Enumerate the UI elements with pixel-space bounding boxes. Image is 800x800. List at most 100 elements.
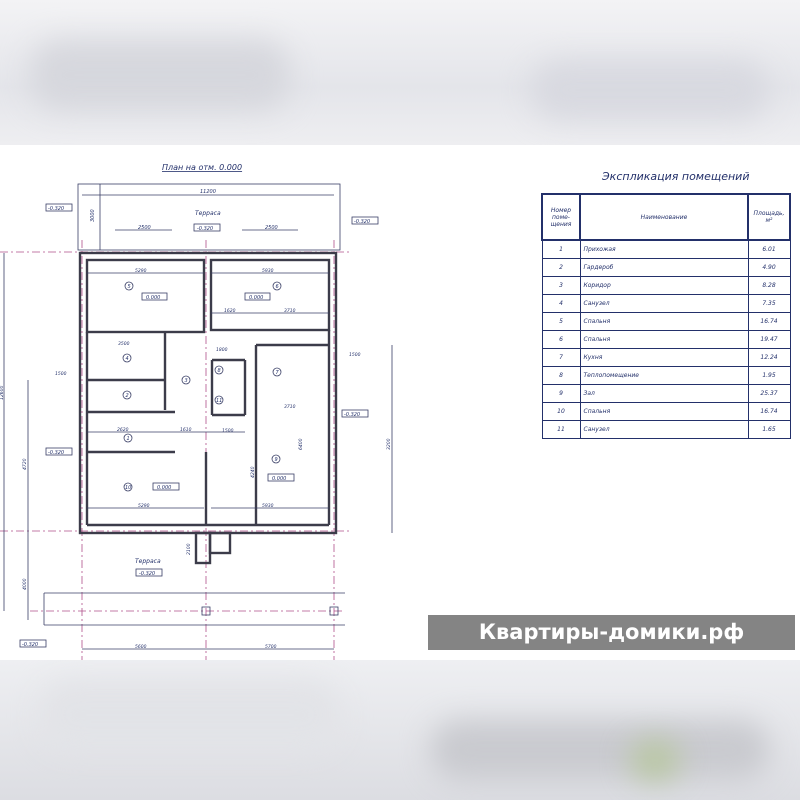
header-name: Наименование bbox=[579, 193, 749, 241]
dim-overall-width: 11200 bbox=[200, 189, 216, 195]
cell-number: 9 bbox=[541, 384, 581, 403]
cell-name: Спальня bbox=[579, 330, 749, 349]
svg-text:1610: 1610 bbox=[180, 427, 192, 433]
elev-right-top: -0.320 bbox=[354, 219, 370, 225]
svg-text:4720: 4720 bbox=[22, 458, 28, 470]
elev-room10: 0.000 bbox=[157, 485, 171, 491]
cell-area: 25.37 bbox=[747, 384, 791, 403]
svg-text:1500: 1500 bbox=[349, 352, 361, 358]
floor-elevations: 0.000 0.000 0.000 0.000 bbox=[141, 292, 295, 491]
dim-window-a: 2500 bbox=[138, 225, 151, 231]
cell-area: 1.65 bbox=[747, 420, 791, 439]
cell-area: 16.74 bbox=[747, 402, 791, 421]
header-area: Площадь, м² bbox=[747, 193, 791, 241]
elev-room5: 0.000 bbox=[146, 295, 160, 301]
room-number-5: 5 bbox=[128, 284, 131, 290]
cell-name: Зал bbox=[579, 384, 749, 403]
room-number-6: 6 bbox=[276, 284, 279, 290]
elev-left-mid: -0.320 bbox=[48, 450, 64, 456]
cell-area: 19.47 bbox=[747, 330, 791, 349]
plan-title: План на отм. 0.000 bbox=[162, 163, 242, 172]
svg-text:5600: 5600 bbox=[135, 644, 147, 650]
room-number-7: 7 bbox=[276, 370, 280, 376]
cell-area: 4.90 bbox=[747, 258, 791, 277]
room-number-11: 11 bbox=[216, 398, 222, 404]
blurred-background-bottom bbox=[0, 660, 800, 800]
svg-text:3500: 3500 bbox=[118, 341, 130, 347]
cell-number: 7 bbox=[541, 348, 581, 367]
terrace-label-top: Терраса bbox=[195, 210, 221, 217]
cell-name: Санузел bbox=[579, 420, 749, 439]
svg-text:4000: 4000 bbox=[22, 578, 28, 590]
cell-name: Прихожая bbox=[579, 239, 749, 259]
svg-text:5290: 5290 bbox=[138, 503, 150, 509]
cell-name: Спальня bbox=[579, 312, 749, 331]
svg-text:3710: 3710 bbox=[284, 404, 296, 410]
terrace-top-outline bbox=[77, 183, 341, 251]
svg-text:2620: 2620 bbox=[117, 427, 129, 433]
svg-text:1500: 1500 bbox=[222, 428, 234, 434]
cell-area: 1.95 bbox=[747, 366, 791, 385]
svg-text:2100: 2100 bbox=[186, 543, 192, 555]
cell-number: 6 bbox=[541, 330, 581, 349]
cell-number: 10 bbox=[541, 402, 581, 421]
cell-number: 5 bbox=[541, 312, 581, 331]
cell-area: 12.24 bbox=[747, 348, 791, 367]
cell-number: 11 bbox=[541, 420, 581, 439]
room-number-8: 8 bbox=[218, 368, 221, 374]
cell-name: Санузел bbox=[579, 294, 749, 313]
elev-terrace-top: -0.320 bbox=[197, 226, 213, 232]
svg-text:1620: 1620 bbox=[224, 308, 236, 314]
dim-terrace-depth: 3000 bbox=[90, 209, 96, 222]
svg-text:6400: 6400 bbox=[298, 438, 304, 450]
svg-text:5290: 5290 bbox=[135, 268, 147, 274]
cell-number: 3 bbox=[541, 276, 581, 295]
elev-room9: 0.000 bbox=[272, 476, 286, 482]
svg-text:5930: 5930 bbox=[262, 268, 274, 274]
cell-area: 8.28 bbox=[747, 276, 791, 295]
svg-text:5930: 5930 bbox=[262, 503, 274, 509]
cell-number: 4 bbox=[541, 294, 581, 313]
cell-name: Гардероб bbox=[579, 258, 749, 277]
svg-text:1500: 1500 bbox=[55, 371, 67, 377]
dim-window-b: 2500 bbox=[265, 225, 278, 231]
svg-text:5700: 5700 bbox=[265, 644, 277, 650]
elev-left-top: -0.320 bbox=[48, 206, 64, 212]
cell-number: 1 bbox=[541, 239, 581, 259]
blurred-background-top bbox=[0, 0, 800, 145]
room-number-1: 1 bbox=[127, 436, 130, 442]
elev-left-bottom: -0.320 bbox=[22, 642, 38, 648]
room-number-10: 10 bbox=[125, 485, 131, 491]
cell-area: 6.01 bbox=[747, 239, 791, 259]
elev-room6: 0.000 bbox=[249, 295, 263, 301]
explication-table: Номер поме-щения Наименование Площадь, м… bbox=[541, 193, 791, 439]
room-number-3: 3 bbox=[185, 378, 188, 384]
cell-number: 8 bbox=[541, 366, 581, 385]
explication-title: Экспликация помещений bbox=[602, 170, 750, 183]
svg-text:1800: 1800 bbox=[216, 347, 228, 353]
terrace-label-bottom: Терраса bbox=[135, 558, 161, 565]
header-number: Номер поме-щения bbox=[541, 193, 581, 241]
cell-name: Коридор bbox=[579, 276, 749, 295]
room-number-9: 9 bbox=[275, 457, 278, 463]
svg-text:3200: 3200 bbox=[386, 438, 392, 450]
cell-number: 2 bbox=[541, 258, 581, 277]
cell-area: 16.74 bbox=[747, 312, 791, 331]
watermark: Квартиры-домики.рф bbox=[428, 615, 795, 650]
cell-name: Кухня bbox=[579, 348, 749, 367]
cell-area: 7.35 bbox=[747, 294, 791, 313]
dimension-labels: 5290 5930 1620 3710 1800 3500 3710 1500 … bbox=[0, 253, 393, 650]
svg-text:3710: 3710 bbox=[284, 308, 296, 314]
elev-terrace-bottom: -0.320 bbox=[139, 571, 155, 577]
